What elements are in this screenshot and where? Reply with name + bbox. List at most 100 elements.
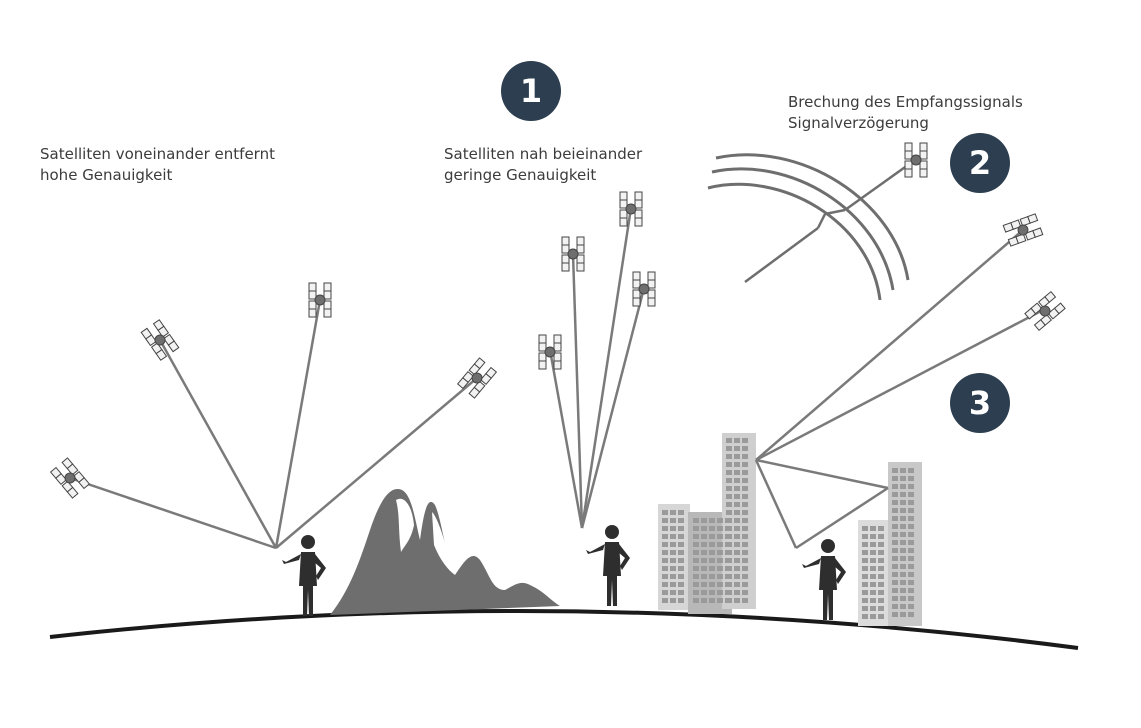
- window: [717, 542, 723, 547]
- window: [900, 516, 906, 521]
- satellite-icon: [457, 357, 497, 399]
- window: [908, 540, 914, 545]
- window: [908, 500, 914, 505]
- window: [900, 508, 906, 513]
- satellite-icon: [50, 457, 90, 499]
- window: [908, 484, 914, 489]
- window: [892, 548, 898, 553]
- window: [726, 478, 732, 483]
- window: [701, 534, 707, 539]
- window: [862, 534, 868, 539]
- window: [900, 572, 906, 577]
- window: [670, 550, 676, 555]
- window: [662, 590, 668, 595]
- window: [717, 558, 723, 563]
- window: [726, 510, 732, 515]
- window: [900, 524, 906, 529]
- window: [709, 526, 715, 531]
- window: [892, 524, 898, 529]
- window: [862, 558, 868, 563]
- window: [678, 598, 684, 603]
- window: [693, 598, 699, 603]
- window: [709, 558, 715, 563]
- window: [742, 438, 748, 443]
- scene-good-geometry: [69, 299, 478, 550]
- window: [742, 462, 748, 467]
- window: [742, 446, 748, 451]
- window: [742, 486, 748, 491]
- window: [892, 564, 898, 569]
- window: [709, 566, 715, 571]
- window: [734, 574, 740, 579]
- window: [734, 494, 740, 499]
- window: [693, 550, 699, 555]
- window: [900, 540, 906, 545]
- window: [900, 612, 906, 617]
- window: [870, 590, 876, 595]
- window: [734, 526, 740, 531]
- window: [678, 550, 684, 555]
- window: [870, 606, 876, 611]
- window: [670, 590, 676, 595]
- window: [709, 598, 715, 603]
- window: [908, 508, 914, 513]
- window: [734, 566, 740, 571]
- window: [892, 492, 898, 497]
- window: [870, 558, 876, 563]
- window: [742, 526, 748, 531]
- window: [892, 572, 898, 577]
- window: [709, 550, 715, 555]
- window: [678, 582, 684, 587]
- window: [662, 518, 668, 523]
- window: [862, 614, 868, 619]
- window: [900, 468, 906, 473]
- window: [900, 604, 906, 609]
- window: [878, 566, 884, 571]
- window: [870, 542, 876, 547]
- window: [670, 558, 676, 563]
- window: [870, 566, 876, 571]
- window: [908, 564, 914, 569]
- person-icon: [586, 525, 630, 606]
- window: [878, 542, 884, 547]
- window: [693, 518, 699, 523]
- window: [670, 518, 676, 523]
- window: [908, 596, 914, 601]
- window: [862, 566, 868, 571]
- window: [734, 446, 740, 451]
- window: [717, 566, 723, 571]
- window: [726, 542, 732, 547]
- window: [734, 518, 740, 523]
- window: [726, 526, 732, 531]
- window: [678, 566, 684, 571]
- window: [862, 526, 868, 531]
- badge-2: 2: [950, 133, 1010, 193]
- satellite-icon: [308, 282, 332, 318]
- window: [734, 542, 740, 547]
- window: [870, 598, 876, 603]
- window: [678, 558, 684, 563]
- window: [862, 598, 868, 603]
- window: [693, 534, 699, 539]
- window: [878, 574, 884, 579]
- window: [900, 596, 906, 601]
- window: [701, 590, 707, 595]
- badge-1: 1: [501, 61, 561, 121]
- window: [900, 492, 906, 497]
- window: [701, 582, 707, 587]
- window: [726, 486, 732, 491]
- window: [726, 574, 732, 579]
- window: [693, 574, 699, 579]
- window: [892, 508, 898, 513]
- window: [734, 550, 740, 555]
- window: [862, 542, 868, 547]
- window: [878, 614, 884, 619]
- window: [870, 574, 876, 579]
- window: [717, 598, 723, 603]
- window: [892, 484, 898, 489]
- window: [892, 580, 898, 585]
- window: [734, 558, 740, 563]
- window: [900, 564, 906, 569]
- window: [742, 470, 748, 475]
- window: [900, 556, 906, 561]
